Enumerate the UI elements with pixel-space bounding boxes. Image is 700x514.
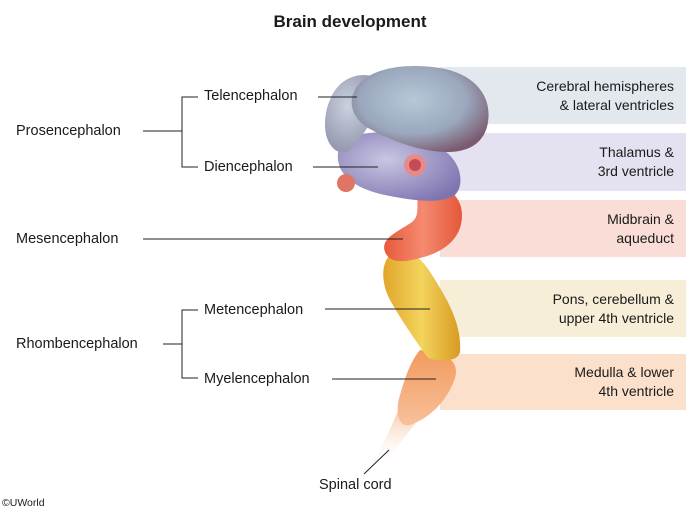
label-mesencephalon: Mesencephalon [16, 231, 119, 247]
panel-text-line1: Midbrain & [607, 210, 674, 227]
panel-text-line2: 4th ventricle [598, 383, 674, 399]
label-telencephalon: Telencephalon [204, 88, 298, 104]
telencephalon-right [351, 66, 489, 152]
panel-text-line2: aqueduct [616, 229, 674, 246]
copyright: ©UWorld [2, 497, 45, 509]
optic-vesicle-lumen [409, 159, 421, 171]
label-myelencephalon: Myelencephalon [204, 371, 310, 387]
panel-medulla: Medulla & lower 4th ventricle [440, 354, 686, 410]
label-rhombencephalon: Rhombencephalon [16, 336, 138, 352]
metencephalon-shape [383, 251, 461, 361]
panel-text-line2: upper 4th ventricle [558, 309, 674, 326]
mesencephalon-shape [384, 184, 462, 262]
panel-text-line1: Medulla & lower [574, 364, 674, 380]
panel-text-line2: & lateral ventricles [559, 96, 674, 113]
rhombencephalon-bracket [181, 309, 198, 379]
myelencephalon-shape [397, 350, 456, 426]
connector-lines [143, 96, 436, 475]
panel-midbrain: Midbrain & aqueduct [440, 200, 686, 257]
panel-text-line1: Pons, cerebellum & [552, 290, 674, 307]
label-spinal-cord: Spinal cord [319, 477, 392, 493]
panel-text-line2: 3rd ventricle [597, 163, 674, 179]
panel-text-line1: Cerebral hemispheres [536, 77, 674, 94]
label-diencephalon: Diencephalon [204, 159, 293, 175]
olfactory-bulb [337, 174, 355, 192]
label-prosencephalon: Prosencephalon [16, 123, 121, 139]
prosencephalon-bracket [181, 96, 198, 168]
panel-thalamus: Thalamus & 3rd ventricle [440, 133, 686, 191]
panel-pons-cerebellum: Pons, cerebellum & upper 4th ventricle [440, 280, 686, 337]
panel-text-line1: Thalamus & [599, 144, 674, 160]
diagram-title: Brain development [273, 12, 427, 31]
label-metencephalon: Metencephalon [204, 302, 304, 318]
spinal-cord-pointer [363, 449, 390, 475]
